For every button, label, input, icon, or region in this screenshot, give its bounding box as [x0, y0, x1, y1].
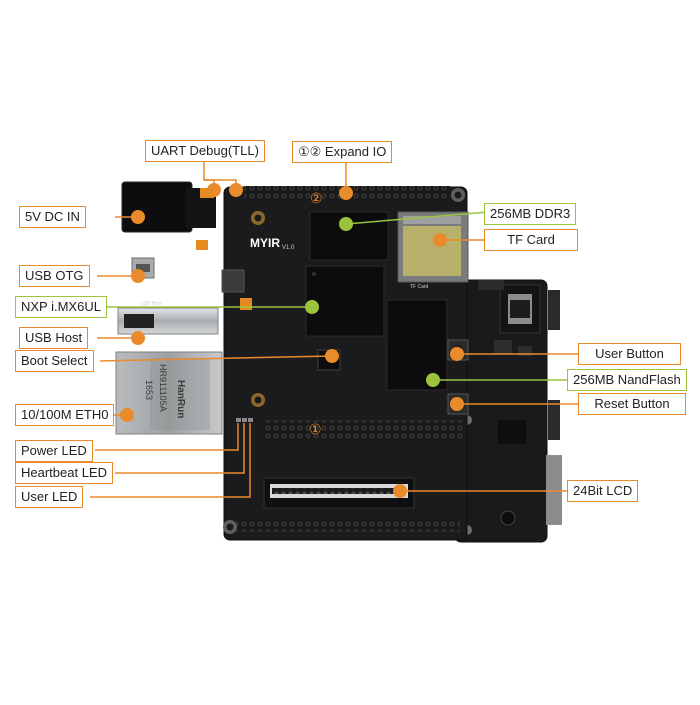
dot-uart-2 [229, 183, 243, 197]
dot-uart-1 [207, 183, 221, 197]
dot-nandflash [426, 373, 440, 387]
label-expand-io: ①② Expand IO [292, 141, 393, 163]
dot-user-button [450, 347, 464, 361]
label-uart-debug: UART Debug(TLL) [145, 140, 265, 162]
usb-host-silk-marking: USB Host [140, 301, 163, 307]
dot-dc-in [131, 210, 145, 224]
header-2-marking: ② [310, 191, 323, 207]
label-eth0: 10/100M ETH0 [15, 404, 115, 426]
dot-ddr3 [339, 217, 353, 231]
label-24bit-lcd: 24Bit LCD [567, 480, 639, 502]
label-user-led: User LED [15, 486, 84, 508]
leader-power-led [95, 423, 239, 451]
label-nxp-imx6ul: NXP i.MX6UL [15, 296, 107, 318]
label-256mb-nandflash: 256MB NandFlash [567, 369, 687, 391]
label-5v-dc-in: 5V DC IN [19, 206, 86, 228]
dot-nxp [305, 300, 319, 314]
dot-expand-io [339, 186, 353, 200]
version-marking: V1.0 [282, 245, 295, 251]
label-256mb-ddr3: 256MB DDR3 [484, 203, 577, 225]
label-usb-host: USB Host [19, 327, 89, 349]
ethernet-brand-marking: HanRun [175, 380, 186, 418]
label-usb-otg: USB OTG [19, 265, 90, 287]
ethernet-part-marking: HR911105A [158, 364, 168, 412]
ethernet-code-marking: 1653 [144, 380, 154, 400]
dot-usb-otg [131, 269, 145, 283]
leader-user-led [90, 423, 251, 498]
dot-usb-host [131, 331, 145, 345]
header-1-marking: ① [309, 422, 322, 438]
main-board [115, 181, 469, 541]
label-tf-card: TF Card [484, 229, 578, 251]
tf-silk-marking: TF Card [410, 284, 429, 290]
label-boot-select: Boot Select [15, 350, 94, 372]
dot-tf [433, 233, 447, 247]
label-user-button: User Button [578, 343, 681, 365]
label-power-led: Power LED [15, 440, 93, 462]
leader-heartbeat-led [115, 423, 245, 474]
dot-reset [450, 397, 464, 411]
leader-ddr3 [345, 211, 489, 225]
label-reset-button: Reset Button [578, 393, 686, 415]
brand-marking: MYIR [250, 236, 280, 250]
dot-lcd [393, 484, 407, 498]
label-heartbeat-led: Heartbeat LED [15, 462, 113, 484]
leader-boot [99, 355, 333, 362]
dot-boot [325, 349, 339, 363]
callout-dots [120, 183, 464, 498]
wifi-expansion-board [454, 279, 562, 543]
dot-eth0 [120, 408, 134, 422]
